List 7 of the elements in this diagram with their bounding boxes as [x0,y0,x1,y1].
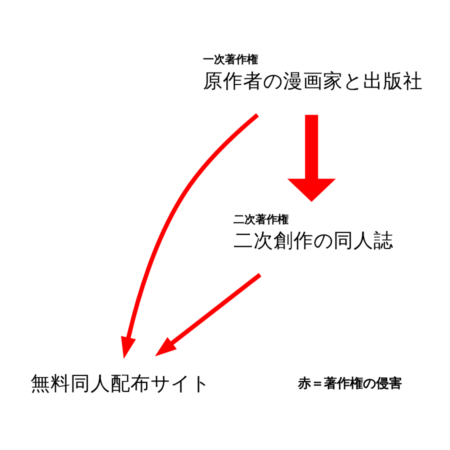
node-text: 一次著作権 原作者の漫画家と出版社 [203,52,424,92]
node-text: 無料同人配布サイト [30,371,210,394]
arrow [154,272,262,356]
node-text: 二次著作権 二次創作の同人誌 [233,212,394,252]
label: 赤＝著作権の侵害 [298,376,402,391]
arrow [287,114,336,202]
arrow [121,112,259,358]
